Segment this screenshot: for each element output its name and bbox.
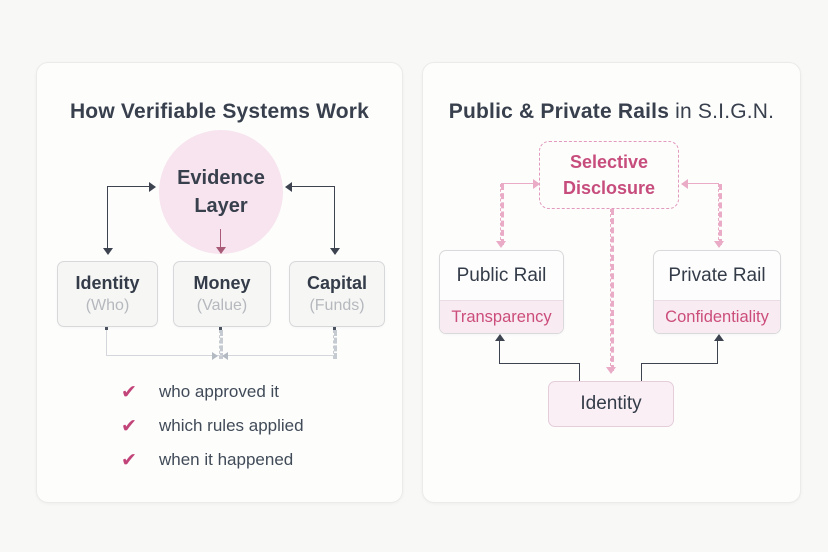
connector-private-disclosure	[688, 183, 719, 184]
node-identity-sublabel: (Who)	[85, 297, 130, 314]
node-capital: Capital (Funds)	[289, 261, 385, 327]
checklist-item-label: who approved it	[159, 382, 280, 401]
evidence-circle-label-line2: Layer	[194, 195, 248, 217]
arrow-down-icon	[329, 248, 340, 255]
arrow-up-icon	[494, 334, 505, 341]
identity-box: Identity	[548, 381, 674, 427]
private-rail-tag: Confidentiality	[654, 301, 780, 333]
check-icon: ✔	[121, 449, 137, 471]
node-money: Money (Value)	[173, 261, 271, 327]
selective-disclosure-label-line1: Selective	[569, 152, 649, 172]
public-rail-label: Public Rail	[440, 251, 563, 301]
check-icon: ✔	[121, 381, 137, 403]
selective-disclosure-label-line2: Disclosure	[562, 178, 656, 198]
arrow-left-icon	[681, 178, 688, 189]
connector-identity-public	[579, 364, 580, 381]
arrow-up-icon	[713, 334, 724, 341]
arrow-right-icon	[533, 178, 540, 189]
merge-marker-icon	[212, 351, 218, 360]
node-capital-label: Capital	[306, 273, 367, 293]
node-money-label: Money	[193, 273, 251, 293]
connector-capital-evidence	[292, 186, 335, 187]
private-rail-label: Private Rail	[654, 251, 780, 301]
connector-disclosure-public	[500, 184, 504, 245]
node-money-sublabel: (Value)	[196, 297, 248, 314]
merge-connector-horizontal	[106, 355, 334, 356]
arrow-right-icon	[149, 181, 156, 192]
merge-marker-icon	[222, 351, 228, 360]
connector-identity-private	[641, 364, 642, 381]
connector-identity-public	[499, 340, 500, 364]
connector-identity-public	[499, 363, 580, 364]
left-panel: How Verifiable Systems Work Evidence Lay…	[36, 62, 403, 503]
node-identity: Identity (Who)	[57, 261, 158, 327]
public-rail-tag: Transparency	[440, 301, 563, 333]
connector-dot	[219, 327, 222, 330]
connector-public-disclosure	[501, 183, 533, 184]
right-panel: Public & Private Rails in S.I.G.N. Selec…	[422, 62, 801, 503]
connector-evidence-identity	[107, 186, 108, 248]
right-panel-title: Public & Private Rails in S.I.G.N.	[423, 100, 800, 124]
arrow-down-icon	[215, 247, 226, 254]
merge-connector-middle	[219, 330, 223, 359]
check-icon: ✔	[121, 415, 137, 437]
evidence-circle-label-line1: Evidence	[177, 167, 265, 189]
verification-checklist: ✔ who approved it ✔ which rules applied …	[121, 375, 304, 477]
connector-identity-private	[717, 340, 718, 364]
arrow-left-icon	[285, 181, 292, 192]
checklist-item-label: when it happened	[159, 450, 294, 469]
connector-dot	[333, 327, 336, 330]
connector-disclosure-identity	[610, 209, 614, 371]
selective-disclosure-box: Selective Disclosure	[539, 141, 679, 209]
right-panel-title-bold: Public & Private Rails	[448, 100, 670, 124]
arrow-down-icon	[605, 367, 616, 374]
checklist-item-label: which rules applied	[159, 416, 304, 435]
arrow-down-icon	[495, 241, 506, 248]
connector-dot	[105, 327, 108, 330]
connector-identity-private	[641, 363, 718, 364]
arrow-down-icon	[102, 248, 113, 255]
checklist-item: ✔ which rules applied	[121, 409, 304, 443]
evidence-layer-circle: Evidence Layer	[159, 130, 283, 254]
left-panel-title: How Verifiable Systems Work	[69, 100, 370, 124]
right-panel-title-rest: in S.I.G.N.	[669, 100, 775, 124]
merge-connector-right	[333, 330, 337, 359]
merge-connector-left	[106, 330, 107, 355]
public-rail-box: Public Rail Transparency	[439, 250, 564, 334]
connector-disclosure-private	[718, 184, 722, 245]
node-identity-label: Identity	[75, 273, 140, 293]
connector-evidence-capital	[334, 186, 335, 248]
checklist-item: ✔ who approved it	[121, 375, 304, 409]
connector-identity-evidence	[108, 186, 149, 187]
checklist-item: ✔ when it happened	[121, 443, 304, 477]
private-rail-box: Private Rail Confidentiality	[653, 250, 781, 334]
connector-evidence-money	[220, 229, 221, 247]
node-capital-sublabel: (Funds)	[309, 297, 365, 314]
arrow-down-icon	[713, 241, 724, 248]
